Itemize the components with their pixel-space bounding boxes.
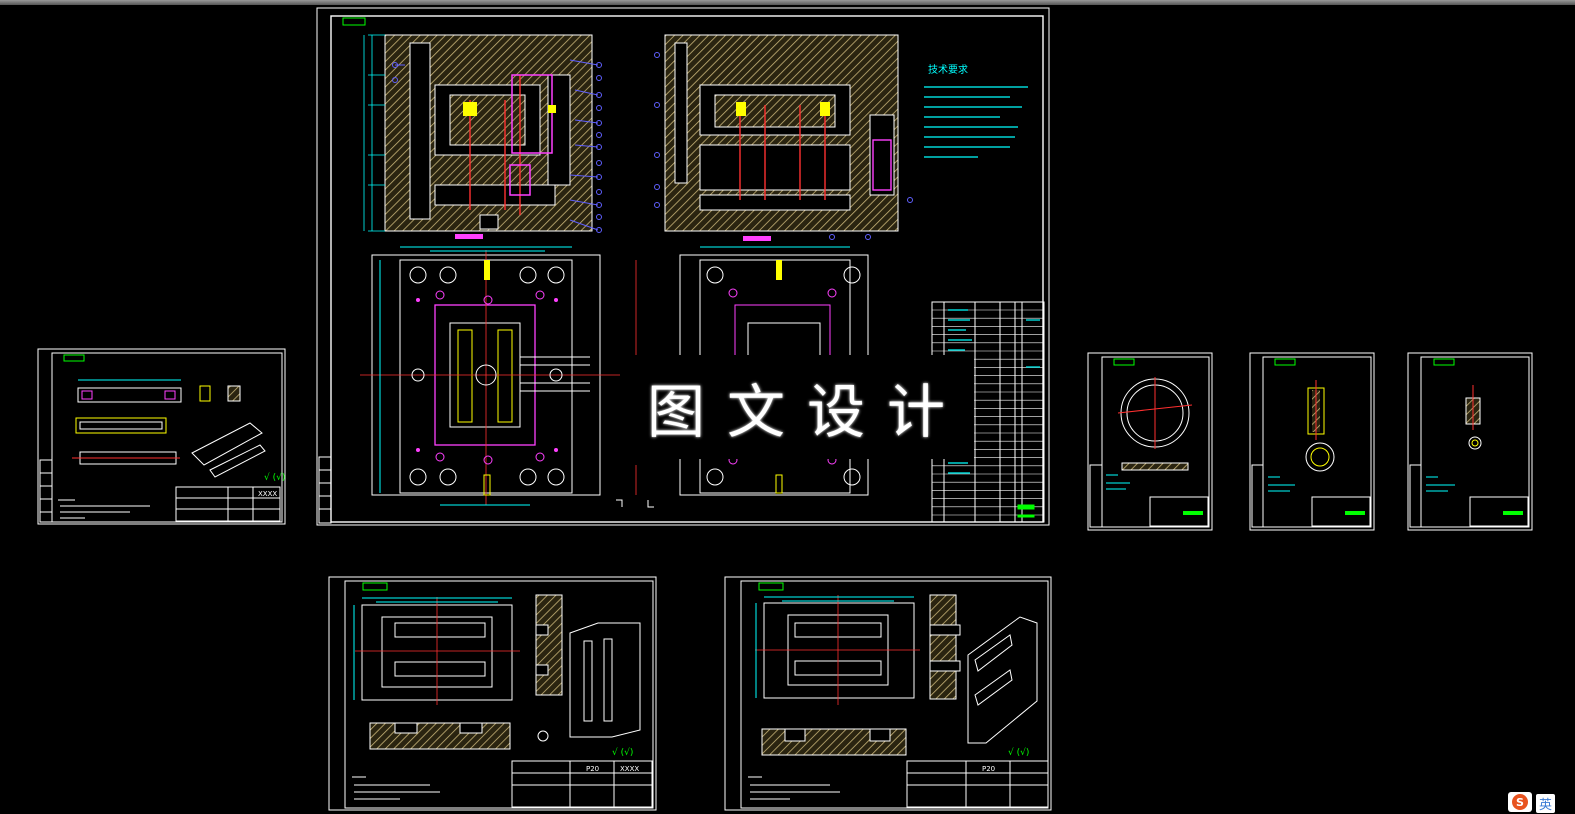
ime-indicator[interactable]: S [1508, 792, 1532, 812]
tech-title: 技术要求 [928, 63, 968, 76]
sheet-plate-b[interactable]: √ (√) P20 [724, 576, 1052, 811]
ime-language-toggle[interactable]: 英 [1536, 794, 1556, 813]
plate-a-material: P20 [586, 765, 599, 773]
sheet-main-assembly[interactable]: 技术要求 [316, 7, 1050, 526]
part-a-code: XXXX [258, 490, 277, 498]
plan-view-left [360, 246, 620, 506]
svg-text:√ (√): √ (√) [612, 747, 633, 758]
side-section-view [654, 34, 913, 241]
sogou-logo-icon: S [1512, 794, 1528, 810]
parts-list-rows [932, 309, 1044, 516]
watermark-banner: 图文设计 [622, 355, 974, 459]
sheet-sleeve-part[interactable] [1407, 352, 1533, 531]
plate-a-code: XXXX [620, 765, 639, 773]
svg-text:√ (√): √ (√) [264, 472, 285, 483]
sheet-pin-part[interactable] [1249, 352, 1375, 531]
watermark-text: 图文设计 [646, 378, 967, 446]
front-section-view [363, 34, 602, 239]
plate-b-material: P20 [982, 765, 995, 773]
sheet-plate-a[interactable]: √ (√) P20 XXXX [328, 576, 657, 811]
technical-requirements: 技术要求 [924, 63, 1028, 158]
sheet-ring-part[interactable] [1087, 352, 1213, 531]
cad-model-space[interactable]: 技术要求 [0, 5, 1575, 814]
svg-text:√ (√): √ (√) [1008, 747, 1029, 758]
sheet-part-a[interactable]: √ (√) XXXX [37, 348, 286, 525]
application-title-bar [0, 0, 1575, 5]
